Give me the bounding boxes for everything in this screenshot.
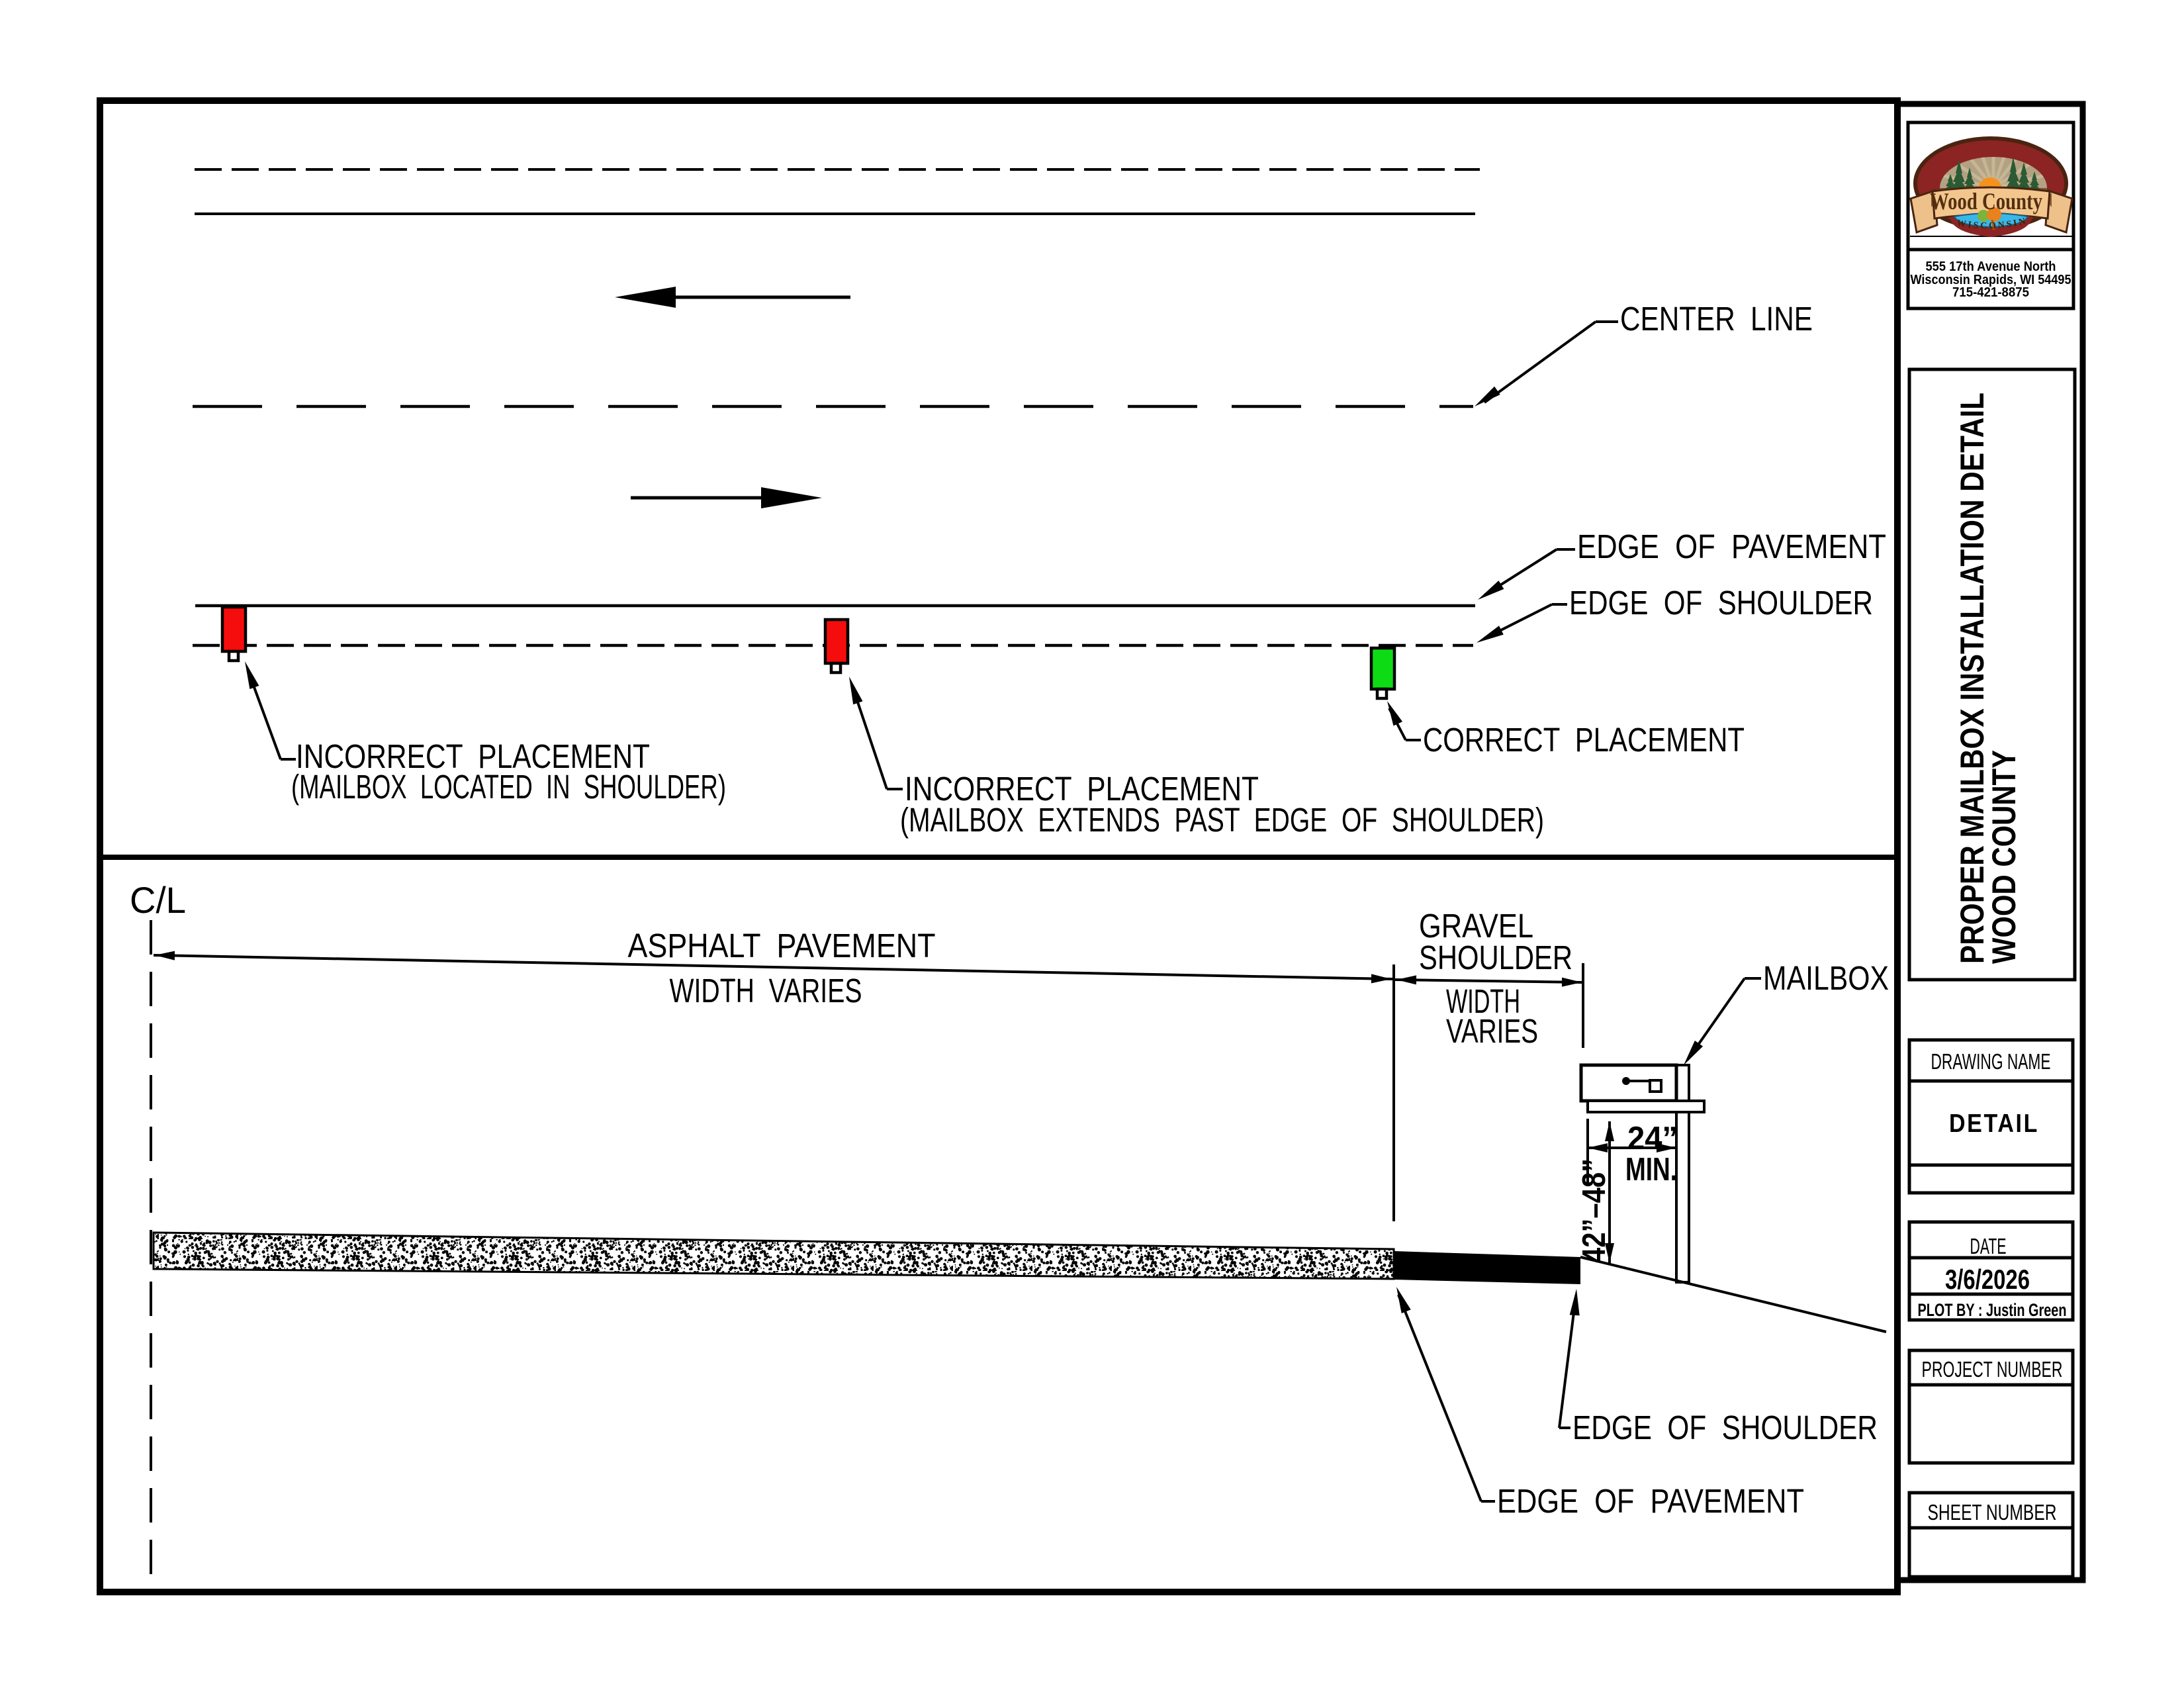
svg-text:WIDTH: WIDTH: [1446, 982, 1520, 1020]
svg-text:ASPHALT PAVEMENT: ASPHALT PAVEMENT: [628, 927, 936, 964]
svg-text:DETAIL: DETAIL: [1949, 1109, 2039, 1138]
svg-text:PROPER MAILBOX INSTALLATION DE: PROPER MAILBOX INSTALLATION DETAIL: [1954, 393, 1991, 964]
svg-text:(MAILBOX EXTENDS PAST EDGE OF: (MAILBOX EXTENDS PAST EDGE OF SHOULDER): [900, 801, 1544, 839]
svg-text:PROJECT NUMBER: PROJECT NUMBER: [1922, 1357, 2063, 1382]
svg-text:MIN.: MIN.: [1625, 1152, 1677, 1188]
svg-text:DATE: DATE: [1970, 1234, 2007, 1258]
svg-text:EDGE OF PAVEMENT: EDGE OF PAVEMENT: [1577, 528, 1886, 565]
svg-text:715-421-8875: 715-421-8875: [1952, 285, 2029, 300]
svg-text:SHEET NUMBER: SHEET NUMBER: [1928, 1500, 2057, 1524]
svg-text:CENTER LINE: CENTER LINE: [1620, 300, 1813, 338]
svg-text:555 17th Avenue North: 555 17th Avenue North: [1926, 259, 2056, 274]
svg-text:3/6/2026: 3/6/2026: [1945, 1264, 2030, 1295]
svg-text:WOOD COUNTY: WOOD COUNTY: [1985, 750, 2023, 964]
svg-text:C/L: C/L: [130, 879, 186, 921]
svg-text:DRAWING NAME: DRAWING NAME: [1931, 1049, 2051, 1074]
svg-text:EDGE OF SHOULDER: EDGE OF SHOULDER: [1572, 1409, 1878, 1446]
svg-text:Wisconsin Rapids, WI 54495: Wisconsin Rapids, WI 54495: [1911, 272, 2071, 287]
svg-text:SHOULDER: SHOULDER: [1419, 939, 1572, 976]
svg-text:EDGE OF PAVEMENT: EDGE OF PAVEMENT: [1497, 1482, 1804, 1520]
svg-text:42”–48”: 42”–48”: [1576, 1158, 1612, 1263]
svg-text:VARIES: VARIES: [1446, 1012, 1538, 1050]
svg-text:(MAILBOX LOCATED IN SHOULDER): (MAILBOX LOCATED IN SHOULDER): [291, 768, 726, 806]
svg-text:EDGE OF SHOULDER: EDGE OF SHOULDER: [1569, 584, 1873, 622]
svg-text:24”: 24”: [1627, 1121, 1678, 1156]
svg-text:CORRECT PLACEMENT: CORRECT PLACEMENT: [1423, 721, 1745, 759]
svg-text:INCORRECT PLACEMENT: INCORRECT PLACEMENT: [905, 770, 1259, 808]
svg-text:PLOT BY : Justin Green: PLOT BY : Justin Green: [1918, 1300, 2067, 1320]
svg-text:GRAVEL: GRAVEL: [1419, 907, 1533, 945]
svg-text:MAILBOX: MAILBOX: [1763, 959, 1889, 997]
svg-text:INCORRECT PLACEMENT: INCORRECT PLACEMENT: [296, 737, 650, 775]
svg-text:Wood County: Wood County: [1930, 188, 2042, 214]
svg-text:WIDTH VARIES: WIDTH VARIES: [670, 972, 862, 1009]
